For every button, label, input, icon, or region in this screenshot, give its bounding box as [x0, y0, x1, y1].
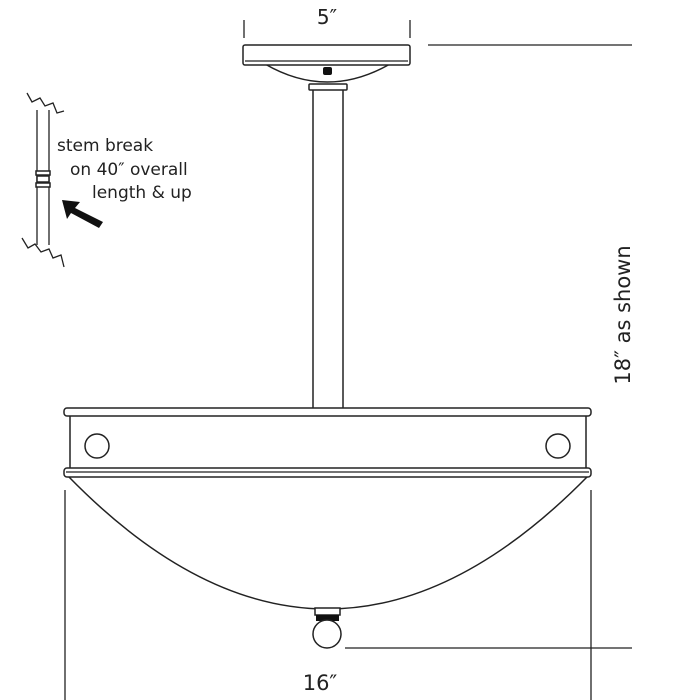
arrow-icon	[62, 200, 103, 228]
stem	[308, 83, 348, 411]
band-screw-right-icon	[545, 433, 571, 459]
inset-text-line2: on 40″ overall	[70, 160, 188, 180]
inset-text-line1: stem break	[57, 136, 153, 156]
fitter-band	[63, 407, 592, 478]
glass-bowl	[66, 475, 590, 610]
stem-break-inset: stem break on 40″ overall length & up	[21, 92, 192, 268]
band-screw-left-icon	[84, 433, 110, 459]
overall-height-label: 18″ as shown	[611, 245, 635, 384]
inset-text-line3: length & up	[92, 183, 192, 203]
finial	[312, 607, 342, 649]
canopy-dimension: 5″	[243, 5, 411, 38]
canopy-screw-icon	[323, 67, 332, 75]
bowl-width-label: 16″	[303, 671, 338, 695]
canopy	[242, 44, 411, 83]
canopy-width-label: 5″	[317, 5, 337, 29]
